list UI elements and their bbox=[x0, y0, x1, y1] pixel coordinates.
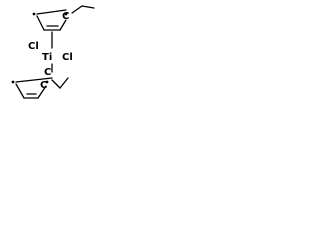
upper-ethylcyclopentadienyl-ring: C bbox=[32, 5, 95, 31]
upper-ring-carbon-label: C bbox=[62, 11, 69, 22]
titanium-label: Ti bbox=[42, 52, 52, 63]
lower-ethyl-bond-2 bbox=[59, 77, 69, 89]
upper-ring-bond-right bbox=[59, 19, 67, 31]
lower-ring-radical-dot bbox=[11, 80, 15, 84]
chlorine-left-label: Cl bbox=[28, 41, 39, 52]
lower-ring-bond-right bbox=[37, 85, 47, 99]
upper-ring-bond-left bbox=[36, 15, 45, 31]
lower-ring-carbon-dot bbox=[45, 80, 49, 84]
titanium-center: Cl Ti Cl bbox=[28, 31, 73, 73]
lower-ring-carbon-label: C bbox=[44, 67, 51, 78]
upper-ethyl-bond-2 bbox=[81, 5, 95, 9]
molecular-structure: C Cl Ti Cl C C bbox=[11, 5, 95, 99]
lower-ethyl-bond-1 bbox=[51, 79, 61, 89]
upper-ethyl-bond-1 bbox=[71, 5, 83, 14]
chlorine-right-label: Cl bbox=[62, 52, 73, 63]
lower-ring-carbon-label-2: C bbox=[40, 80, 47, 91]
upper-ring-radical-dot bbox=[32, 12, 36, 16]
lower-ethylcyclopentadienyl-ring: C C bbox=[11, 67, 69, 99]
lower-ring-bond-top bbox=[15, 77, 53, 83]
lower-ring-bond-left bbox=[15, 83, 25, 99]
upper-ring-carbon-dot bbox=[64, 12, 68, 16]
upper-ring-bond-top bbox=[36, 9, 67, 15]
